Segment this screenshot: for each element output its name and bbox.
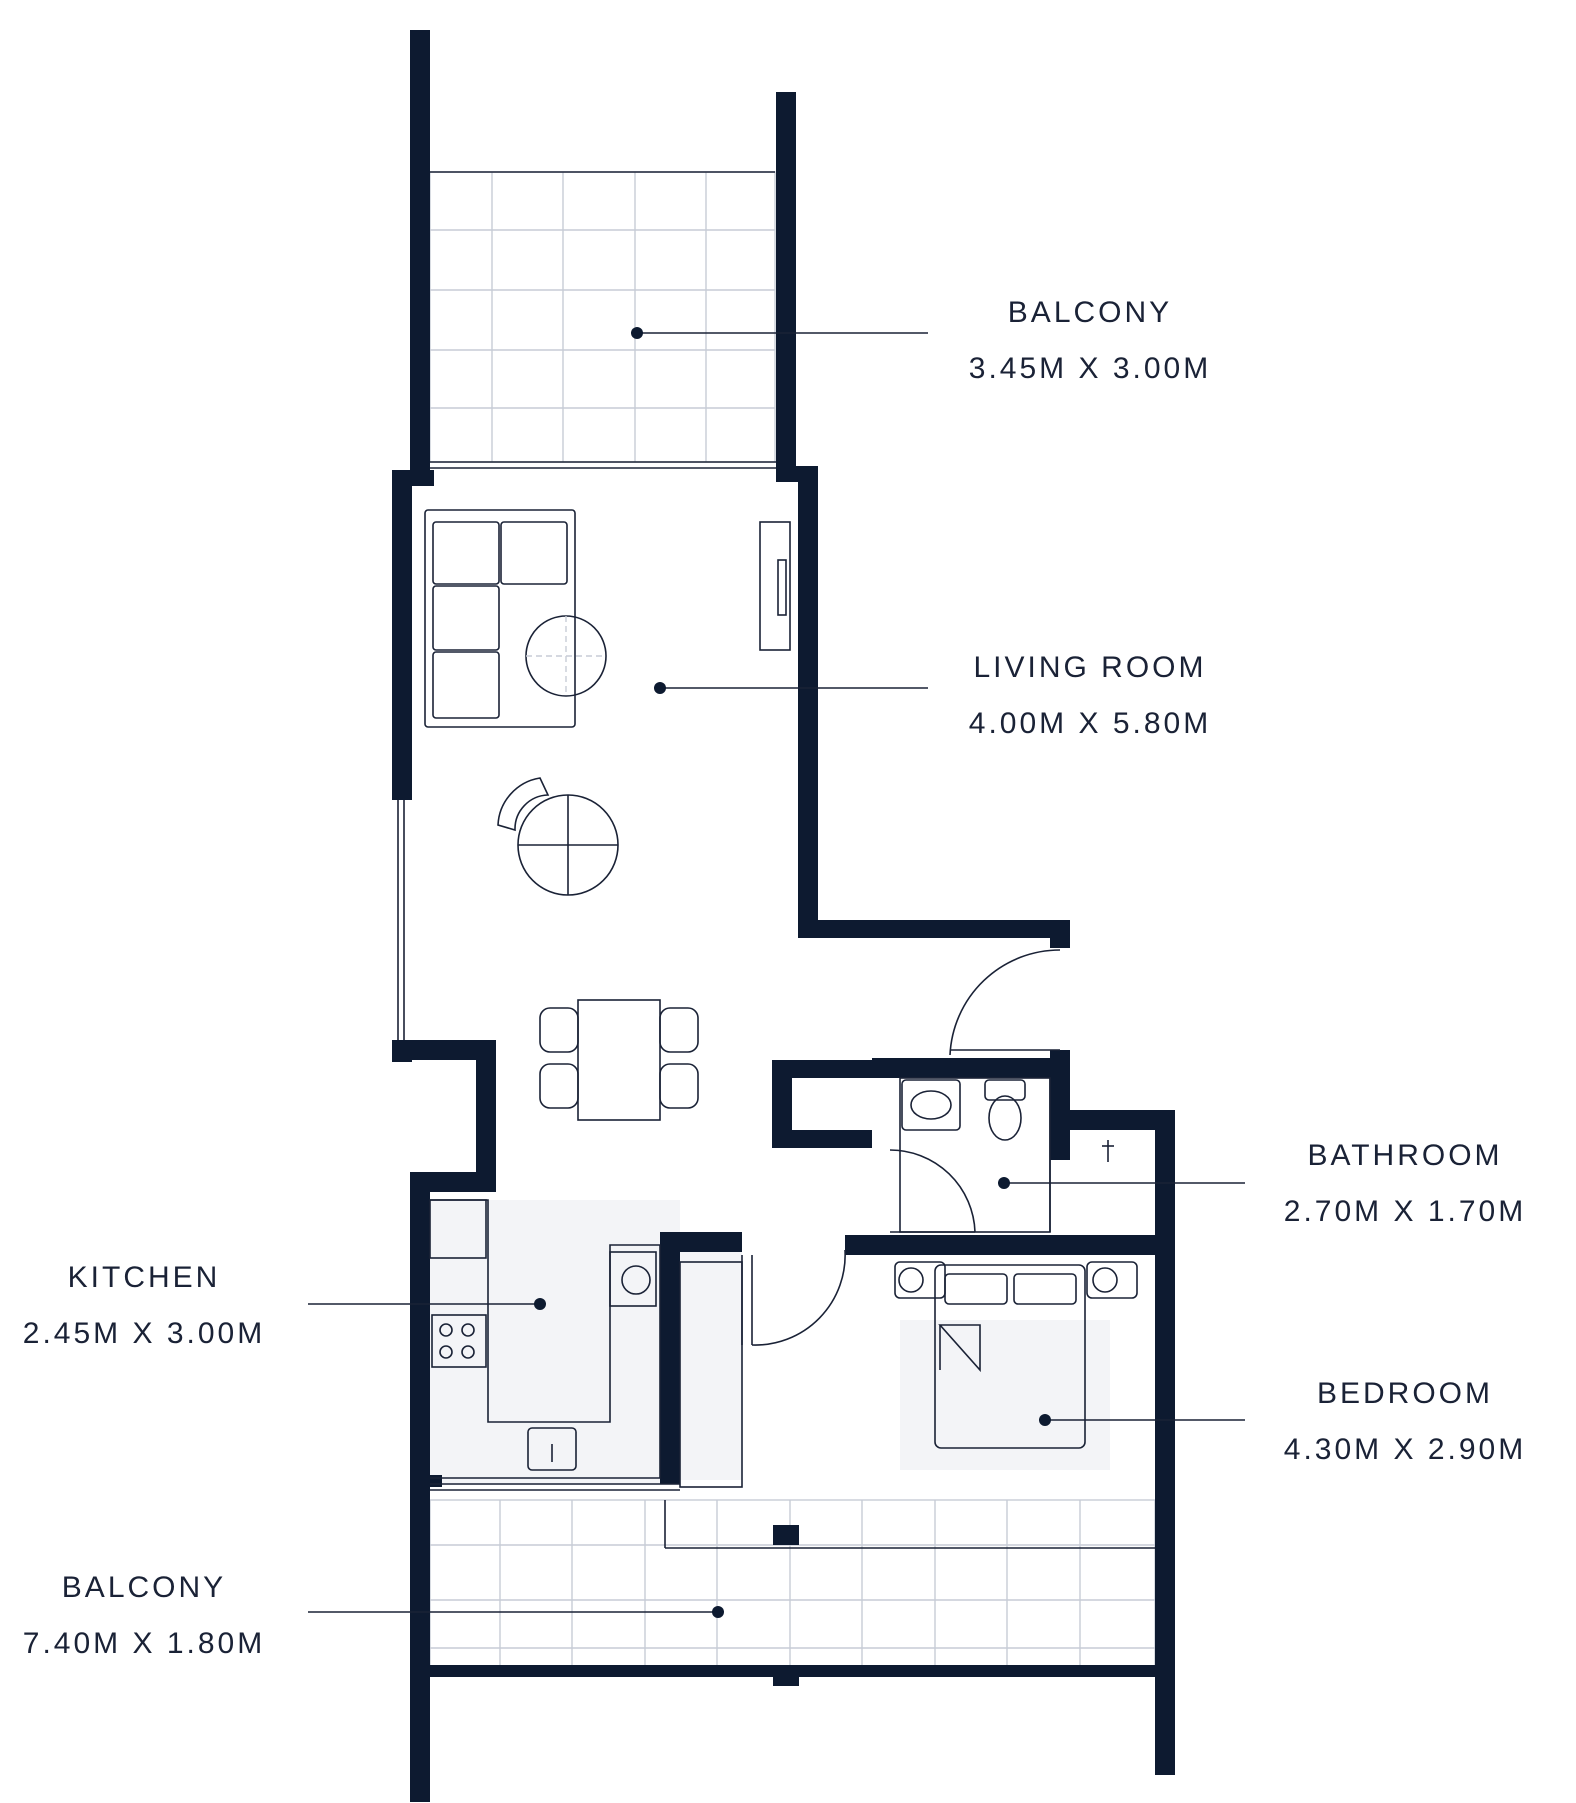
- room-name: BALCONY: [1007, 296, 1173, 329]
- leader-lines: [308, 327, 1245, 1618]
- entrance-door: [949, 949, 1061, 1056]
- label-kitchen: KITCHEN 2.45M X 3.00M: [0, 1250, 324, 1362]
- window-lines: [397, 461, 1051, 1491]
- dining-set: [539, 999, 699, 1121]
- tv-unit: [759, 521, 791, 651]
- label-bedroom: BEDROOM 4.30M X 2.90M: [1225, 1366, 1576, 1478]
- bedroom-door: [741, 1249, 846, 1346]
- wardrobe: [679, 1261, 743, 1488]
- room-name: BALCONY: [61, 1571, 227, 1604]
- balcony-top-tiles: [429, 171, 776, 463]
- room-size: 3.45M X 3.00M: [968, 352, 1212, 385]
- label-balcony-top: BALCONY 3.45M X 3.00M: [910, 285, 1270, 397]
- room-name: LIVING ROOM: [973, 651, 1207, 684]
- room-size: 2.70M X 1.70M: [1283, 1195, 1527, 1228]
- label-balcony-bottom: BALCONY 7.40M X 1.80M: [0, 1560, 324, 1672]
- room-name: BEDROOM: [1316, 1377, 1493, 1410]
- sofa: [424, 509, 576, 728]
- room-name: KITCHEN: [67, 1261, 221, 1294]
- label-bathroom: BATHROOM 2.70M X 1.70M: [1225, 1128, 1576, 1240]
- bed: [894, 1261, 1138, 1449]
- armchair: [497, 777, 619, 896]
- coffee-table: [525, 615, 607, 697]
- walls: [392, 30, 1175, 1802]
- room-name: BATHROOM: [1307, 1139, 1503, 1172]
- room-size: 2.45M X 3.00M: [22, 1317, 266, 1350]
- room-size: 7.40M X 1.80M: [22, 1627, 266, 1660]
- label-living-room: LIVING ROOM 4.00M X 5.80M: [910, 640, 1270, 752]
- room-size: 4.00M X 5.80M: [968, 707, 1212, 740]
- room-size: 4.30M X 2.90M: [1283, 1433, 1527, 1466]
- kitchen-counter: [429, 1199, 661, 1479]
- bathroom-fixtures: [889, 1077, 1114, 1233]
